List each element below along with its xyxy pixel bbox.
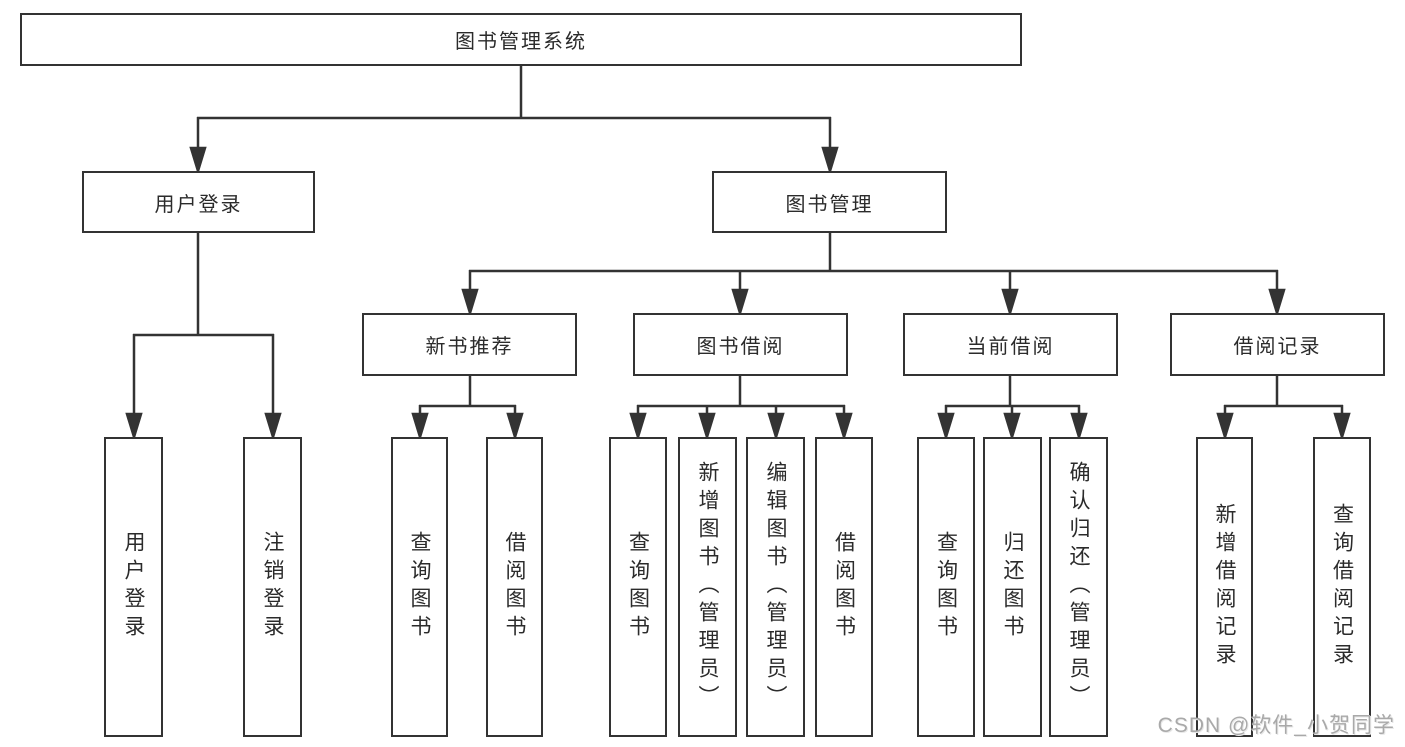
node-borrow-records-label: 借阅记录 xyxy=(1233,336,1322,358)
arrowhead xyxy=(411,412,429,442)
leaf-bb-edit-books-admin: 编辑图书（管理员） xyxy=(746,437,805,737)
connector-book-borrow-to-leaves xyxy=(629,376,853,442)
node-user-login: 用户登录 xyxy=(82,171,315,233)
leaf-br-query-record: 查询借阅记录 xyxy=(1313,437,1371,737)
node-book-mgmt: 图书管理 xyxy=(712,171,947,233)
connector-current-borrow-to-leaves xyxy=(937,376,1088,442)
arrowhead xyxy=(506,412,524,442)
arrowhead xyxy=(125,412,143,442)
leaf-nbr-borrow-books: 借阅图书 xyxy=(486,437,543,737)
node-book-mgmt-label: 图书管理 xyxy=(785,193,874,216)
connector-root-to-level1 xyxy=(189,66,839,176)
arrowhead xyxy=(821,146,839,176)
arrowhead xyxy=(767,412,785,442)
arrowhead xyxy=(1268,288,1286,318)
node-current-borrow: 当前借阅 xyxy=(903,313,1118,376)
node-new-book-rec-label: 新书推荐 xyxy=(425,336,514,358)
arrowhead xyxy=(698,412,716,442)
node-user-login-label: 用户登录 xyxy=(154,193,243,216)
arrowhead xyxy=(264,412,282,442)
arrowhead xyxy=(629,412,647,442)
leaf-bb-borrow-books-label: 借阅图书 xyxy=(832,531,856,643)
arrowhead xyxy=(1070,412,1088,442)
node-borrow-records: 借阅记录 xyxy=(1170,313,1385,376)
leaf-cb-return-books-label: 归还图书 xyxy=(1001,531,1024,643)
arrowhead xyxy=(189,146,207,176)
arrowhead xyxy=(835,412,853,442)
arrowhead xyxy=(1003,412,1021,442)
csdn-watermark: CSDN @软件_小贺同学 xyxy=(1157,714,1395,737)
leaf-cb-query-books-label: 查询图书 xyxy=(934,531,958,643)
leaf-bb-borrow-books: 借阅图书 xyxy=(815,437,873,737)
connector-user-login-to-leaves xyxy=(125,233,282,442)
leaf-nbr-query-books-label: 查询图书 xyxy=(408,531,431,643)
arrowhead xyxy=(1001,288,1019,318)
leaf-bb-query-books: 查询图书 xyxy=(609,437,667,737)
leaf-cb-confirm-return-admin: 确认归还（管理员） xyxy=(1049,437,1108,737)
leaf-logout-label: 注销登录 xyxy=(261,531,284,643)
node-root-label: 图书管理系统 xyxy=(455,31,587,53)
connector-book-mgmt-to-level2 xyxy=(461,233,1286,318)
node-book-borrow-label: 图书借阅 xyxy=(696,336,785,358)
leaf-nbr-borrow-books-label: 借阅图书 xyxy=(503,531,526,643)
node-root: 图书管理系统 xyxy=(20,13,1022,66)
arrowhead xyxy=(731,288,749,318)
leaf-cb-query-books: 查询图书 xyxy=(917,437,975,737)
leaf-bb-query-books-label: 查询图书 xyxy=(626,531,650,643)
leaf-logout: 注销登录 xyxy=(243,437,302,737)
leaf-bb-add-books-admin-label: 新增图书（管理员） xyxy=(696,461,719,713)
arrowhead xyxy=(1333,412,1351,442)
leaf-br-add-record-label: 新增借阅记录 xyxy=(1213,503,1236,671)
leaf-br-query-record-label: 查询借阅记录 xyxy=(1330,503,1354,671)
connector-new-book-rec-to-leaves xyxy=(411,376,524,442)
leaf-user-login-label: 用户登录 xyxy=(122,531,145,643)
node-current-borrow-label: 当前借阅 xyxy=(966,336,1055,358)
node-book-borrow: 图书借阅 xyxy=(633,313,848,376)
leaf-bb-add-books-admin: 新增图书（管理员） xyxy=(678,437,737,737)
connector-borrow-records-to-leaves xyxy=(1216,376,1351,442)
arrowhead xyxy=(461,288,479,318)
leaf-br-add-record: 新增借阅记录 xyxy=(1196,437,1253,737)
leaf-nbr-query-books: 查询图书 xyxy=(391,437,448,737)
node-new-book-rec: 新书推荐 xyxy=(362,313,577,376)
leaf-user-login: 用户登录 xyxy=(104,437,163,737)
arrowhead xyxy=(937,412,955,442)
leaf-bb-edit-books-admin-label: 编辑图书（管理员） xyxy=(764,461,787,713)
leaf-cb-return-books: 归还图书 xyxy=(983,437,1042,737)
leaf-cb-confirm-return-admin-label: 确认归还（管理员） xyxy=(1067,461,1090,713)
arrowhead xyxy=(1216,412,1234,442)
